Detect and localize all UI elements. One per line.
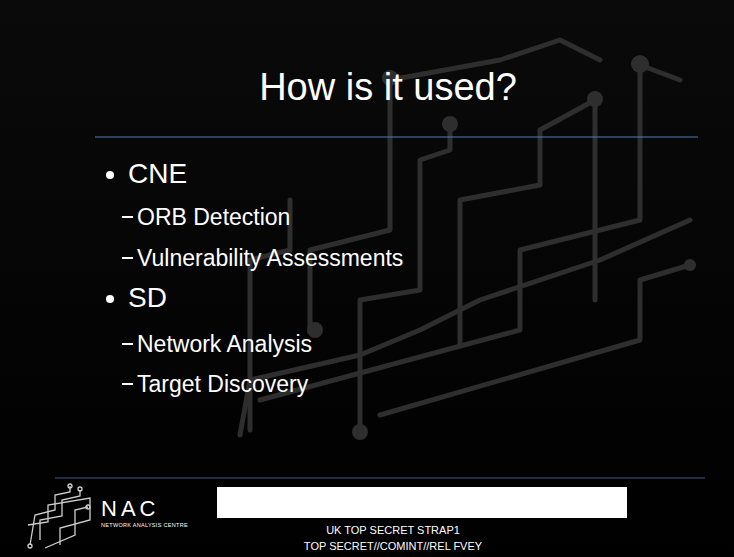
bullet-heading: SD <box>128 282 167 314</box>
footer-rule <box>55 478 705 479</box>
bullet-item: Network Analysis <box>137 331 312 357</box>
bullet-item: Target Discovery <box>137 371 308 397</box>
bullet-markers <box>106 171 114 303</box>
bullet-item: ORB Detection <box>137 204 290 230</box>
bullet-item: Vulnerability Assessments <box>137 245 403 271</box>
redaction-box <box>217 487 627 518</box>
logo-wordmark: NAC <box>101 496 159 521</box>
classification-marking: TOP SECRET//COMINT//REL FVEY <box>304 540 482 553</box>
bullet-heading: CNE <box>128 158 187 190</box>
logo-circuit <box>28 484 90 548</box>
classification-marking: UK TOP SECRET STRAP1 <box>326 524 460 537</box>
logo-subtitle: NETWORK ANALYSIS CENTRE <box>101 522 188 528</box>
slide-title: How is it used? <box>259 66 517 110</box>
title-rule <box>95 136 698 137</box>
